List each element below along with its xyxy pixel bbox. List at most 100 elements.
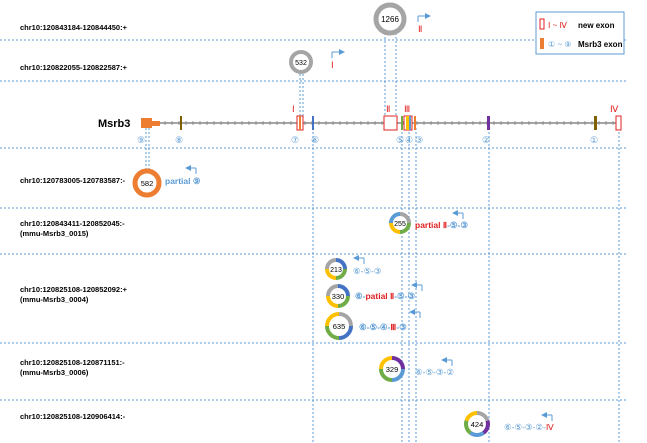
count-ring — [373, 2, 407, 36]
structure-path: ⑨ — [193, 176, 201, 186]
structure-prefix: ⑥-⑤-③ — [353, 266, 382, 276]
track-label: chr10:120843184-120844450:+ — [20, 23, 128, 32]
isoform-structure: ⑥-⑤-④-Ⅲ-③ — [359, 322, 407, 332]
count-label: 424 — [471, 420, 484, 429]
ring-segment — [325, 268, 337, 280]
ring-segment — [399, 212, 411, 224]
ring-segment — [337, 295, 350, 308]
ring-center — [327, 314, 351, 338]
ring-segment — [391, 356, 405, 370]
structure-path: -⑤-③ — [447, 220, 468, 230]
ring-segment — [335, 268, 347, 280]
ring-segment — [379, 356, 393, 370]
guide-lines — [145, 33, 620, 443]
gene-model: Msrb3 Ⅰ Ⅱ Ⅲ Ⅳ ⑨ ⑧ ⑦ ⑥ — [98, 104, 622, 145]
ring-segment — [326, 295, 339, 308]
exon-number-1: ① — [590, 135, 598, 145]
exon-6 — [312, 116, 314, 130]
ring-segment — [335, 258, 347, 270]
exon-3b — [414, 116, 416, 130]
ring-segment — [337, 284, 350, 297]
structure-red: partial Ⅱ — [415, 220, 447, 230]
msrb3-exon-swatch — [540, 38, 544, 49]
count-label: 213 — [330, 267, 342, 274]
structure-prefix: ⑥-⑤-③-②- — [504, 422, 546, 432]
isoform-330: 330 ⑥-patial Ⅱ-⑤-③ — [326, 282, 423, 308]
exon-3 — [409, 116, 411, 130]
count-label: 329 — [386, 365, 399, 374]
exon-number-9: ⑨ — [137, 135, 145, 145]
track-label: chr10:120825108-120852092:+ — [20, 285, 128, 294]
count-label: 1266 — [381, 15, 399, 24]
track-sublabel: (mmu-Msrb3_0004) — [20, 295, 89, 304]
track-label: chr10:120825108-120906414:- — [20, 412, 126, 421]
ring-segment — [389, 212, 401, 224]
isoform-structure: partial ⑨ — [165, 176, 201, 186]
structure-prefix: ⑥-⑤-③-② — [415, 367, 454, 377]
ring-center — [381, 358, 403, 380]
ring-segment — [325, 312, 340, 327]
exon-9-tail — [152, 121, 160, 126]
new-exon-label-III: Ⅲ — [404, 104, 410, 114]
track-label: chr10:120822055-120822587:+ — [20, 63, 128, 72]
new-exon-label-II: Ⅱ — [386, 104, 390, 114]
track-label: chr10:120783005-120783587:- — [20, 176, 126, 185]
top-track-532: 532 Ⅰ — [289, 49, 345, 74]
exon-number-8: ⑧ — [175, 135, 183, 145]
count-ring — [325, 312, 353, 340]
top-track-1266: 1266 Ⅱ — [373, 2, 431, 36]
exon-number-6: ⑥ — [311, 135, 319, 145]
isoform-582: 582 partial ⑨ — [132, 165, 201, 198]
exon-label: Ⅰ — [331, 60, 334, 70]
exon-5 — [401, 116, 403, 130]
new-exon-swatch — [539, 18, 545, 30]
exon-number-4: ④ — [405, 135, 413, 145]
ring-segment — [476, 411, 490, 422]
ring-segment — [464, 419, 472, 435]
ring-center — [328, 286, 348, 306]
count-label: 635 — [333, 322, 346, 331]
exon-label: Ⅱ — [418, 24, 422, 34]
exon-number-5: ⑤ — [396, 135, 404, 145]
exon-2 — [487, 116, 490, 130]
legend-box — [535, 11, 625, 55]
isoform-329: 329 ⑥-⑤-③-② — [379, 356, 454, 382]
track-label: chr10:120825108-120871151:- — [20, 358, 125, 367]
gene-name: Msrb3 — [98, 118, 130, 130]
ring-segment — [482, 419, 490, 435]
structure-red: Ⅳ — [546, 422, 555, 432]
track-sublabel: (mmu-Msrb3_0006) — [20, 368, 89, 377]
new-exon-label-I: Ⅰ — [292, 104, 295, 114]
structure-red: Ⅲ — [390, 322, 396, 332]
ring-center — [391, 214, 409, 232]
exon-4 — [406, 116, 409, 130]
structure-path: -⑤-③ — [394, 291, 415, 301]
new-exon-IV — [615, 115, 622, 131]
ring-segment — [326, 284, 339, 297]
count-ring — [132, 168, 162, 198]
structure-path: -③ — [396, 322, 407, 332]
count-ring — [389, 212, 411, 234]
new-exon-II — [383, 115, 398, 131]
ring-segment — [464, 411, 478, 422]
count-label: 532 — [295, 60, 307, 67]
new-exon-label-IV: Ⅳ — [610, 104, 619, 114]
isoform-213: 213 ⑥-⑤-③ — [325, 255, 382, 280]
ring-center — [327, 260, 345, 278]
ring-segment — [391, 368, 405, 382]
ring-segment — [469, 431, 485, 437]
legend-msrb3-exon-symbol: ① ~ ⑨ — [548, 40, 571, 49]
track-labels: chr10:120843184-120844450:+ chr10:120822… — [20, 23, 128, 421]
ring-segment — [325, 258, 337, 270]
count-label: 255 — [394, 221, 406, 228]
count-ring — [289, 50, 313, 74]
count-ring — [326, 284, 350, 308]
exon-number-7: ⑦ — [291, 135, 299, 145]
structure-red: patial Ⅱ — [365, 291, 394, 301]
exon-number-3: ③ — [415, 135, 423, 145]
isoform-structure: ⑥-⑤-③ — [353, 266, 382, 276]
isoform-255: 255 partial Ⅱ-⑤-③ — [389, 210, 468, 234]
ring-segment — [338, 312, 353, 327]
